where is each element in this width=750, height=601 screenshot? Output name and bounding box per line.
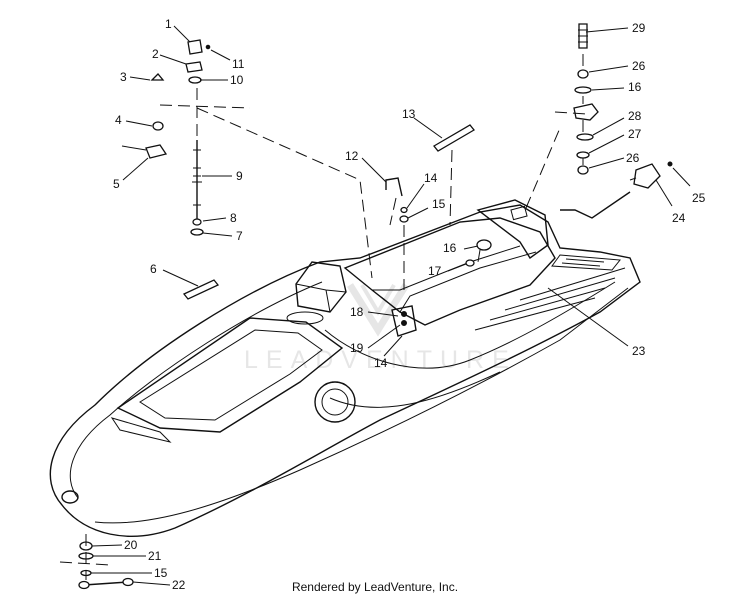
callout-20: 20: [124, 538, 138, 552]
callout-26-top: 26: [632, 59, 646, 73]
callout-5: 5: [113, 177, 120, 191]
callout-28: 28: [628, 109, 642, 123]
callout-2: 2: [152, 47, 159, 61]
callout-15-bottom: 15: [154, 566, 168, 580]
callout-11: 11: [232, 57, 245, 71]
callout-18: 18: [350, 305, 364, 319]
callout-10: 10: [230, 73, 244, 87]
callout-16-right: 16: [628, 80, 642, 94]
callout-21: 21: [148, 549, 162, 563]
callout-23: 23: [632, 344, 646, 358]
callout-8: 8: [230, 211, 237, 225]
callout-14-bottom: 14: [374, 356, 388, 370]
callout-24: 24: [672, 211, 686, 225]
callout-29: 29: [632, 21, 646, 35]
assembly-lines: [59, 54, 631, 580]
callout-9: 9: [236, 169, 243, 183]
callout-25: 25: [692, 191, 706, 205]
watermark-logo: LEADVENTURE: [244, 283, 517, 374]
callout-22: 22: [172, 578, 186, 592]
callout-labels: 1 2 11 3 10 4 5 9 8 7 6 12 13 14 15 16 1…: [113, 17, 706, 592]
callout-13: 13: [402, 107, 416, 121]
callout-26-bottom: 26: [626, 151, 640, 165]
callout-12: 12: [345, 149, 359, 163]
callout-6: 6: [150, 262, 157, 276]
callout-1: 1: [165, 17, 172, 31]
watercraft-hull: [49, 199, 641, 537]
callout-4: 4: [115, 113, 122, 127]
svg-text:LEADVENTURE: LEADVENTURE: [244, 346, 517, 374]
leader-lines: [91, 25, 691, 586]
footer-credit: Rendered by LeadVenture, Inc.: [291, 580, 459, 594]
callout-3: 3: [120, 70, 127, 84]
callout-7: 7: [236, 229, 243, 243]
callout-17: 17: [428, 264, 442, 278]
callout-14-top: 14: [424, 171, 438, 185]
callout-16-seat: 16: [443, 241, 457, 255]
callout-27: 27: [628, 127, 642, 141]
callout-19: 19: [350, 341, 364, 355]
callout-15-top: 15: [432, 197, 446, 211]
